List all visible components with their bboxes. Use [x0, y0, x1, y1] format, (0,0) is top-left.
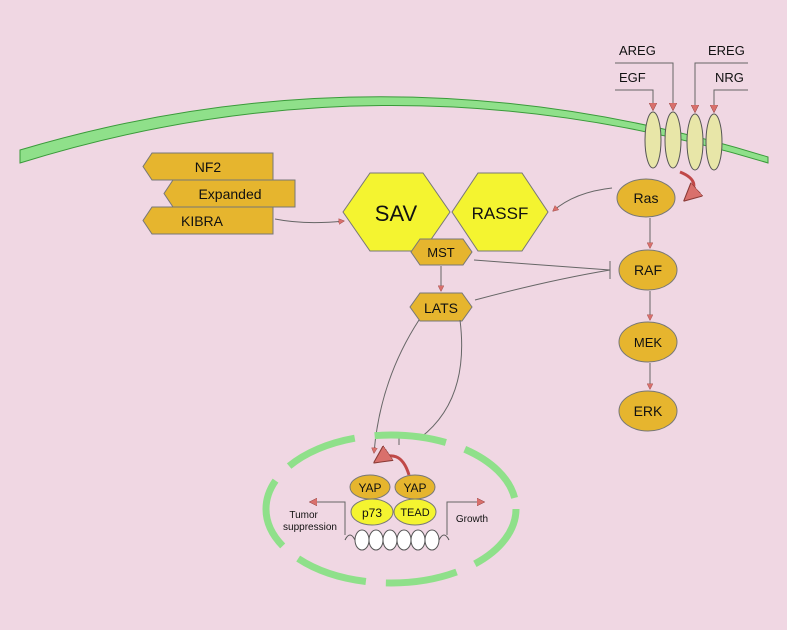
ras-node	[616, 178, 676, 218]
kibra-label: KIBRA	[181, 213, 224, 229]
receptor-egf	[644, 111, 662, 169]
p73-label: p73	[362, 506, 382, 520]
mek-node	[618, 321, 678, 363]
growth-label: Growth	[456, 514, 488, 525]
tead-node	[393, 498, 437, 526]
sav-label: SAV	[375, 201, 418, 226]
receptor-nrg	[705, 113, 723, 171]
erk-node	[618, 390, 678, 432]
tumor-line2: suppression	[283, 522, 337, 533]
yap-left-label: YAP	[358, 481, 381, 495]
rassf-hexagon	[451, 172, 549, 252]
nf2-label: NF2	[195, 159, 222, 175]
tead-label: TEAD	[400, 507, 429, 519]
tumor-suppression-arrow	[310, 502, 346, 535]
ligand-areg-label: AREG	[619, 43, 656, 58]
yap-translocation-arrow	[375, 456, 411, 476]
dna-strand	[344, 529, 450, 551]
rassf-label: RASSF	[472, 204, 529, 223]
ras-to-rassf-arrow	[553, 187, 613, 211]
mst-hexagon	[410, 238, 473, 266]
raf-label: RAF	[634, 262, 662, 278]
ligand-egf-label: EGF	[619, 70, 646, 85]
expanded-label: Expanded	[198, 186, 261, 202]
cell-membrane	[19, 96, 769, 164]
growth-arrow	[446, 502, 484, 535]
ligand-nrg-label: NRG	[715, 70, 744, 85]
kibra-to-sav-arrow	[274, 219, 344, 223]
tumor-line1: Tumor	[289, 510, 318, 521]
p73-node	[350, 498, 394, 526]
ligand-ereg-label: EREG	[708, 43, 745, 58]
raf-node	[618, 249, 678, 291]
receptor-areg	[664, 111, 682, 169]
tumor-suppression-label: Tumor suppression	[283, 510, 337, 533]
kibra-box	[142, 206, 274, 235]
receptor-ereg	[686, 113, 704, 171]
receptor-to-ras-arrow	[679, 170, 694, 200]
upstream-regulators: NF2 Expanded KIBRA	[142, 152, 296, 235]
mek-label: MEK	[634, 335, 663, 350]
lats-hexagon	[409, 292, 473, 322]
mst-label: MST	[427, 245, 455, 260]
ras-label: Ras	[634, 190, 659, 206]
lats-label: LATS	[424, 300, 458, 316]
erk-label: ERK	[634, 403, 663, 419]
nuclear-envelope	[262, 431, 520, 587]
yap-right-label: YAP	[403, 481, 426, 495]
receptor-group	[644, 111, 723, 171]
raf-inhibition-lines	[473, 259, 611, 301]
ligand-lines	[615, 62, 748, 112]
